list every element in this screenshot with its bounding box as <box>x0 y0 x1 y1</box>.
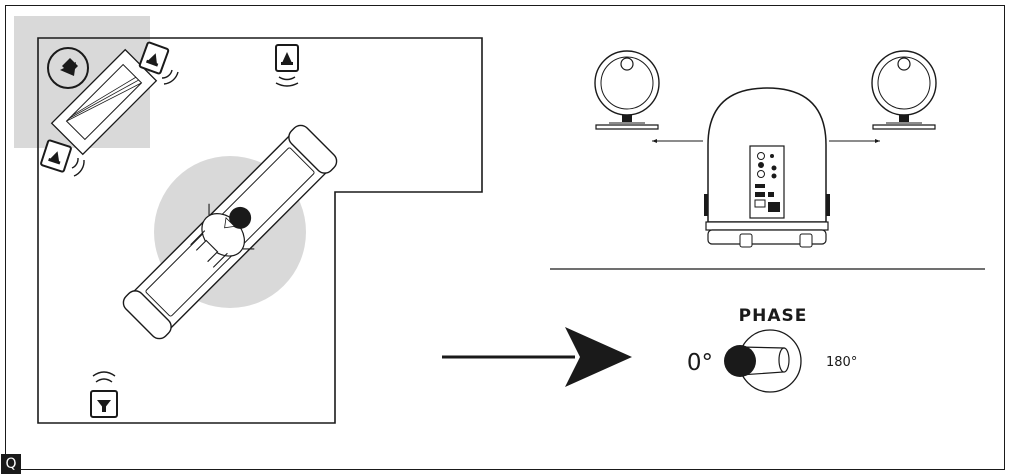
figure-frame <box>5 5 1005 470</box>
left-satellite-speaker-icon <box>594 50 660 130</box>
phase-title: PHASE <box>739 306 808 326</box>
figure-corner-badge: Q <box>1 454 21 474</box>
right-satellite-speaker-icon <box>871 50 937 130</box>
phase-value-0: 0° <box>687 350 713 376</box>
room-subwoofer-icon <box>47 47 89 89</box>
front-center-speaker-icon <box>275 44 299 87</box>
connection-lines <box>652 139 880 143</box>
arrow-right-icon <box>442 327 632 387</box>
system-illustration <box>594 50 937 248</box>
phase-value-180: 180° <box>826 355 857 370</box>
side-left-speaker-icon <box>40 139 85 177</box>
room-outline <box>37 37 483 424</box>
phase-knob-icon <box>724 329 802 393</box>
front-left-speaker-icon <box>138 41 179 85</box>
listener-icon <box>190 203 255 268</box>
subwoofer-icon <box>704 87 830 248</box>
rear-speaker-icon <box>90 371 118 418</box>
room-plan <box>14 16 483 424</box>
